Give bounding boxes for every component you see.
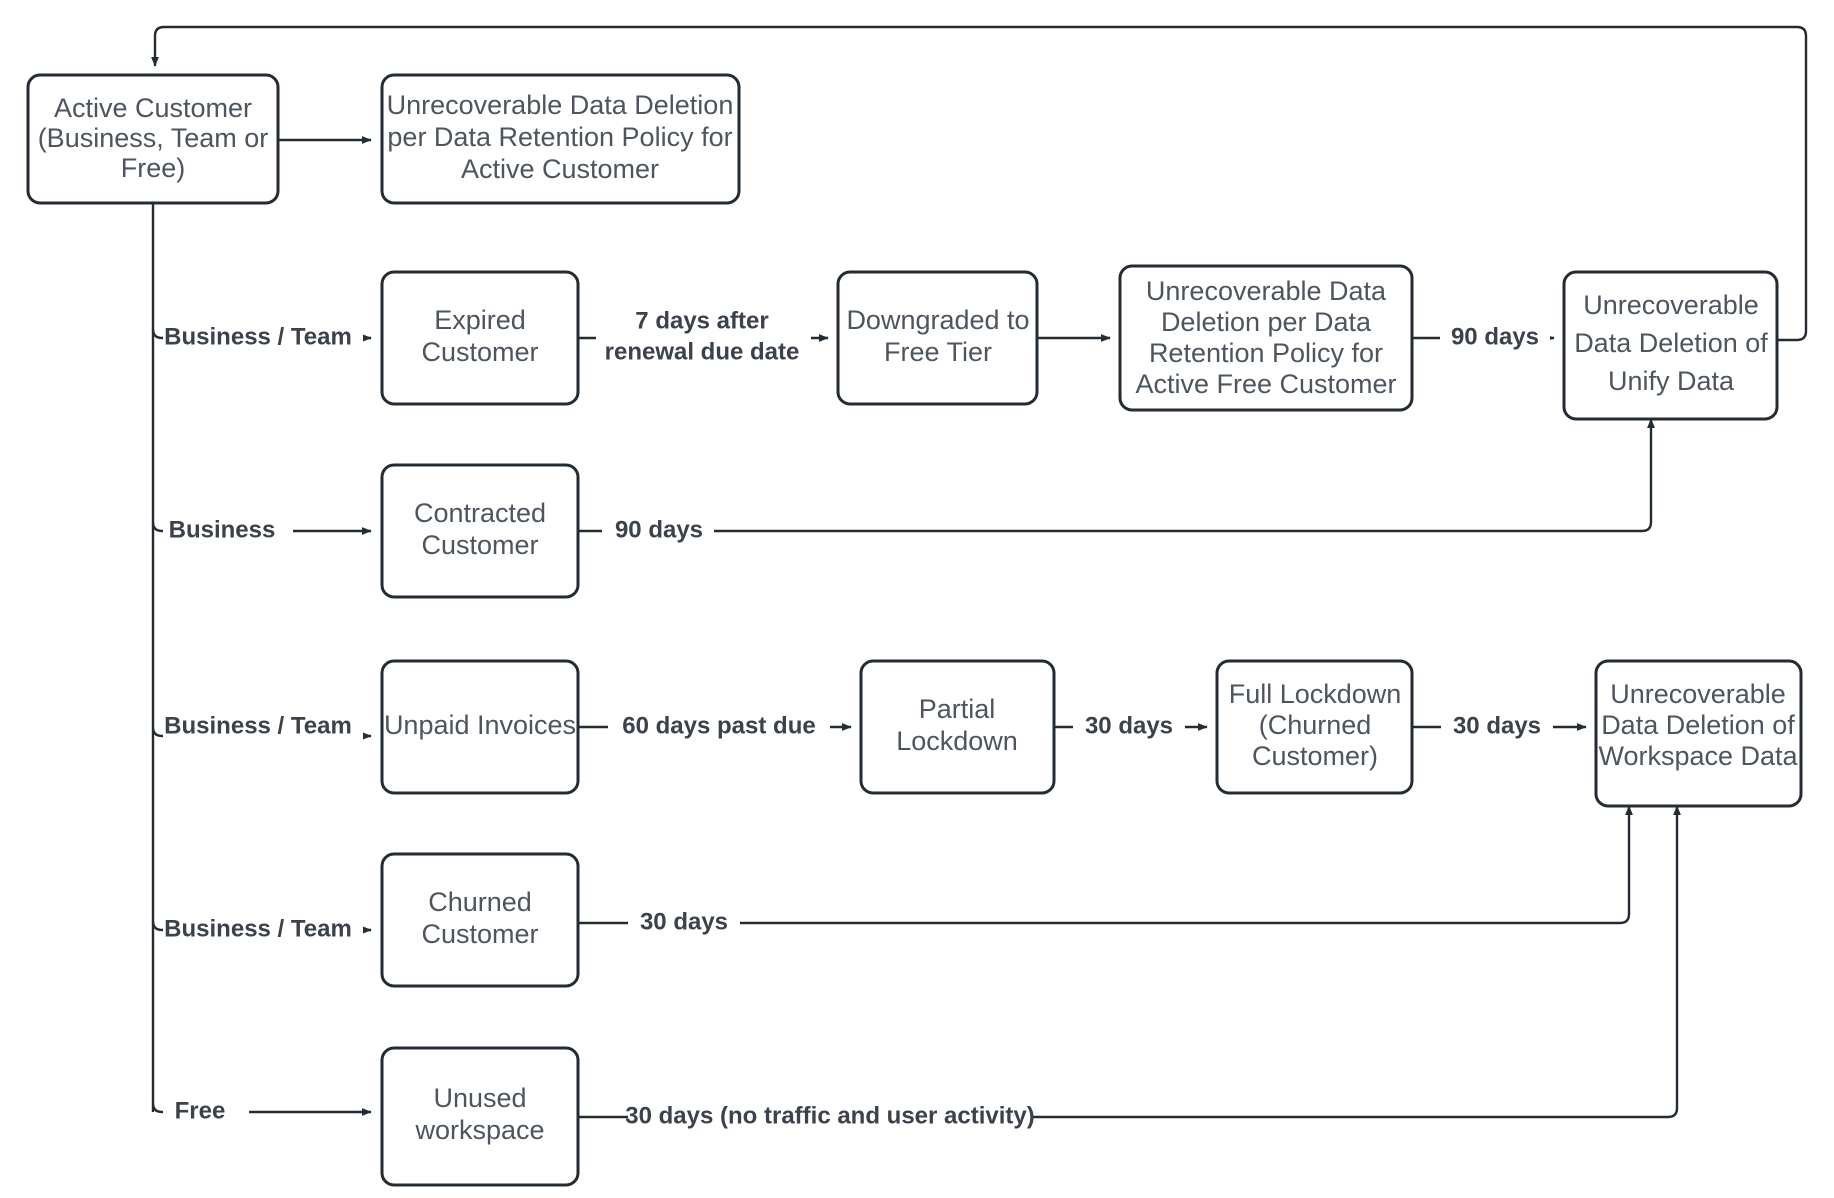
- node-label-unrec-active-line2: per Data Retention Policy for: [387, 122, 732, 152]
- node-expired-customer[interactable]: Expired Customer: [380, 270, 580, 406]
- edge-label-bg: [163, 709, 363, 745]
- edge-label-bg: [1441, 709, 1553, 745]
- edge-label-seven-days-line1: 7 days after: [635, 307, 768, 334]
- node-label-unrec-free-line4: Active Free Customer: [1135, 369, 1396, 399]
- node-unrecoverable-workspace-data[interactable]: Unrecoverable Data Deletion of Workspace…: [1594, 659, 1803, 808]
- node-label-unify-line1: Unrecoverable: [1583, 290, 1759, 320]
- edge-label-thirty-days-partial: 30 days: [1085, 712, 1173, 739]
- node-label-unused-line1: Unused: [433, 1083, 526, 1113]
- node-partial-lockdown[interactable]: Partial Lockdown: [859, 659, 1056, 795]
- node-churned-customer[interactable]: Churned Customer: [380, 852, 580, 988]
- edge-trunk-to-contracted: [151, 521, 372, 535]
- node-label-unpaid-invoices: Unpaid Invoices: [384, 710, 576, 740]
- node-unrecoverable-active-customer[interactable]: Unrecoverable Data Deletion per Data Ret…: [380, 73, 741, 205]
- node-rect-unpaid-invoices[interactable]: [380, 659, 580, 795]
- node-rect-unused-workspace[interactable]: [380, 1046, 580, 1187]
- edge-label-bg: [163, 1094, 249, 1130]
- edge-trunk-to-unpaid: [151, 726, 372, 740]
- edge-label-bg: [1073, 709, 1185, 745]
- edge-label-thirty-days-churned: 30 days: [640, 908, 728, 935]
- node-rect-downgraded-free-tier[interactable]: [836, 270, 1039, 406]
- node-unrecoverable-unify-data[interactable]: Unrecoverable Data Deletion of Unify Dat…: [1562, 270, 1779, 421]
- edge-label-business-team-expired: Business / Team: [164, 323, 352, 350]
- edge-label-seven-days-line2: renewal due date: [605, 338, 800, 365]
- node-rect-unrecoverable-active-free-customer[interactable]: [1118, 264, 1414, 412]
- edge-label-business-team-unpaid: Business / Team: [164, 712, 352, 739]
- edge-churned-to-workspace: [578, 805, 1633, 925]
- edge-label-free-unused: Free: [175, 1097, 226, 1124]
- node-label-partial-lockdown-line1: Partial: [919, 694, 996, 724]
- node-label-unrec-active-line1: Unrecoverable Data Deletion: [387, 90, 734, 120]
- node-rect-active-customer[interactable]: [26, 73, 280, 205]
- node-label-unused-line2: workspace: [414, 1115, 544, 1145]
- node-contracted-customer[interactable]: Contracted Customer: [380, 463, 580, 599]
- node-label-churned-line2: Customer: [421, 919, 538, 949]
- node-label-expired-customer-line1: Expired: [434, 305, 526, 335]
- edge-trunk-to-churned: [151, 920, 372, 934]
- edge-label-bg: [628, 1099, 1032, 1135]
- node-label-workspace-line2: Data Deletion of: [1601, 710, 1795, 740]
- edge-trunk-to-expired: [151, 328, 372, 342]
- edge-label-business-contracted: Business: [169, 516, 276, 543]
- node-label-active-customer-line3: Free): [121, 153, 186, 183]
- node-rect-unrecoverable-active-customer[interactable]: [380, 73, 741, 205]
- edge-label-bg: [608, 709, 830, 745]
- node-rect-expired-customer[interactable]: [380, 270, 580, 406]
- node-unused-workspace[interactable]: Unused workspace: [380, 1046, 580, 1187]
- node-active-customer[interactable]: Active Customer (Business, Team or Free): [26, 73, 280, 205]
- edge-label-bg: [596, 300, 811, 372]
- node-label-churned-line1: Churned: [428, 887, 532, 917]
- node-rect-contracted-customer[interactable]: [380, 463, 580, 599]
- node-label-full-lockdown-line2: (Churned: [1259, 710, 1372, 740]
- edge-label-ninety-days-unify: 90 days: [1451, 323, 1539, 350]
- node-rect-partial-lockdown[interactable]: [859, 659, 1056, 795]
- node-label-unify-line2: Data Deletion of: [1574, 328, 1768, 358]
- node-label-unrec-free-line2: Deletion per Data: [1161, 307, 1372, 337]
- node-label-expired-customer-line2: Customer: [421, 337, 538, 367]
- edge-unused-to-workspace: [578, 805, 1681, 1119]
- node-label-full-lockdown-line1: Full Lockdown: [1229, 679, 1402, 709]
- edge-label-bg: [602, 513, 714, 549]
- node-label-contracted-line2: Customer: [421, 530, 538, 560]
- node-label-active-customer-line2: (Business, Team or: [38, 123, 269, 153]
- node-label-downgraded-line1: Downgraded to: [846, 305, 1029, 335]
- edge-label-bg: [163, 513, 293, 549]
- edge-label-ninety-days-contracted: 90 days: [615, 516, 703, 543]
- edge-trunk-to-unused: [151, 1102, 372, 1116]
- node-label-workspace-line1: Unrecoverable: [1610, 679, 1786, 709]
- node-rect-churned-customer[interactable]: [380, 852, 580, 988]
- edge-label-thirty-days-full: 30 days: [1453, 712, 1541, 739]
- edge-label-thirty-days-unused: 30 days (no traffic and user activity): [625, 1102, 1034, 1129]
- node-label-unrec-active-line3: Active Customer: [461, 154, 659, 184]
- edge-label-bg: [163, 912, 363, 948]
- edge-label-bg: [163, 320, 363, 356]
- edge-label-business-team-churned: Business / Team: [164, 915, 352, 942]
- node-label-workspace-line3: Workspace Data: [1598, 741, 1798, 771]
- node-rect-full-lockdown[interactable]: [1215, 659, 1414, 795]
- edge-label-bg: [628, 905, 740, 941]
- node-label-downgraded-line2: Free Tier: [884, 337, 992, 367]
- node-downgraded-free-tier[interactable]: Downgraded to Free Tier: [836, 270, 1039, 406]
- node-label-full-lockdown-line3: Customer): [1252, 741, 1378, 771]
- node-label-unrec-free-line1: Unrecoverable Data: [1146, 276, 1387, 306]
- node-unpaid-invoices[interactable]: Unpaid Invoices: [380, 659, 580, 795]
- node-label-contracted-line1: Contracted: [414, 498, 546, 528]
- node-label-unrec-free-line3: Retention Policy for: [1149, 338, 1383, 368]
- node-label-unify-line3: Unify Data: [1608, 366, 1735, 396]
- node-rect-unrecoverable-workspace-data[interactable]: [1594, 659, 1803, 808]
- edge-unify-to-active-feedback: [151, 25, 1808, 342]
- node-label-partial-lockdown-line2: Lockdown: [896, 726, 1018, 756]
- edge-label-bg: [1440, 320, 1550, 356]
- node-rect-unrecoverable-unify-data[interactable]: [1562, 270, 1779, 421]
- edge-contracted-to-unify: [578, 418, 1655, 533]
- node-label-active-customer-line1: Active Customer: [54, 93, 252, 123]
- node-full-lockdown[interactable]: Full Lockdown (Churned Customer): [1215, 659, 1414, 795]
- edge-label-sixty-days-past-due: 60 days past due: [622, 712, 815, 739]
- node-unrecoverable-active-free-customer[interactable]: Unrecoverable Data Deletion per Data Ret…: [1118, 264, 1414, 412]
